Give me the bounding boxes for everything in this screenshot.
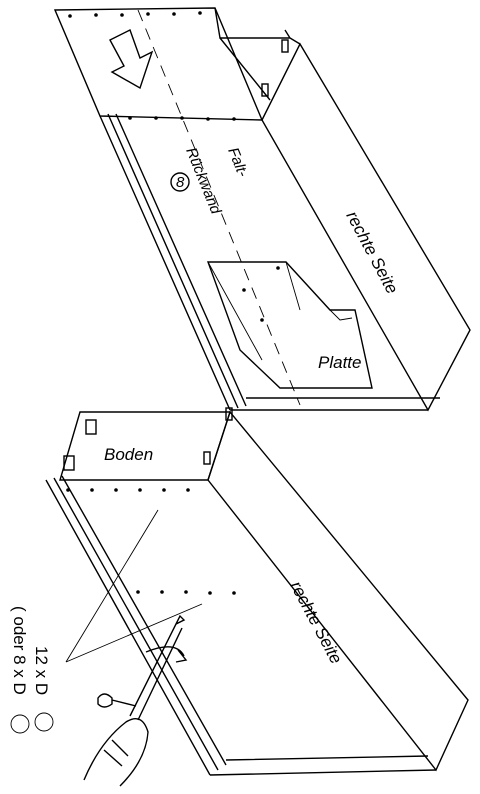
screw-hole-row-bottom [66, 488, 236, 595]
screwdriver-icon [129, 614, 186, 721]
top-assembly-view: Falt- Rückwand 8 rechte Seite Platte [53, 7, 471, 412]
right-side-panel-bottom [207, 410, 469, 772]
label-rueckwand-number: 8 [176, 174, 185, 191]
bottom-assembly-view: Boden rechte Seite 12 x D ( oder 8 x D [10, 407, 469, 787]
screw-icon [97, 693, 137, 708]
clip-icon [281, 39, 289, 53]
screw-hole-row-top [68, 11, 280, 322]
label-boden: Boden [104, 445, 153, 464]
part-number-circle [170, 172, 190, 192]
screw-type-circle-alt [10, 714, 30, 734]
label-falt: Falt- [224, 145, 251, 179]
right-side-panel [261, 42, 471, 412]
connector-icon [63, 455, 75, 471]
inner-lines [207, 261, 353, 361]
label-rechte-seite-bottom: rechte Seite [286, 578, 345, 667]
label-rechte-seite-top: rechte Seite [342, 208, 401, 297]
label-platte: Platte [318, 353, 361, 372]
cabinet-back-wall [214, 7, 301, 101]
cabinet-left-edge [45, 475, 227, 776]
screw-type-circle [34, 712, 54, 732]
label-screws-alt: ( oder 8 x D [10, 606, 29, 695]
left-side-edge [99, 113, 247, 411]
clip-icon [261, 83, 269, 97]
bottom-edge [230, 397, 440, 411]
connector-icon [85, 419, 97, 435]
fold-line [137, 9, 301, 406]
bottom-edge-lower [209, 755, 437, 776]
folding-back-panel [53, 7, 264, 121]
platte-panel [207, 261, 373, 389]
clip-icon [203, 451, 211, 465]
leader-lines [65, 509, 203, 663]
label-screws: 12 x D [32, 646, 51, 695]
hand-icon [83, 718, 149, 787]
clip-icon [225, 407, 233, 421]
slide-direction-arrow [109, 29, 154, 90]
rotation-arrow-icon [145, 646, 188, 663]
